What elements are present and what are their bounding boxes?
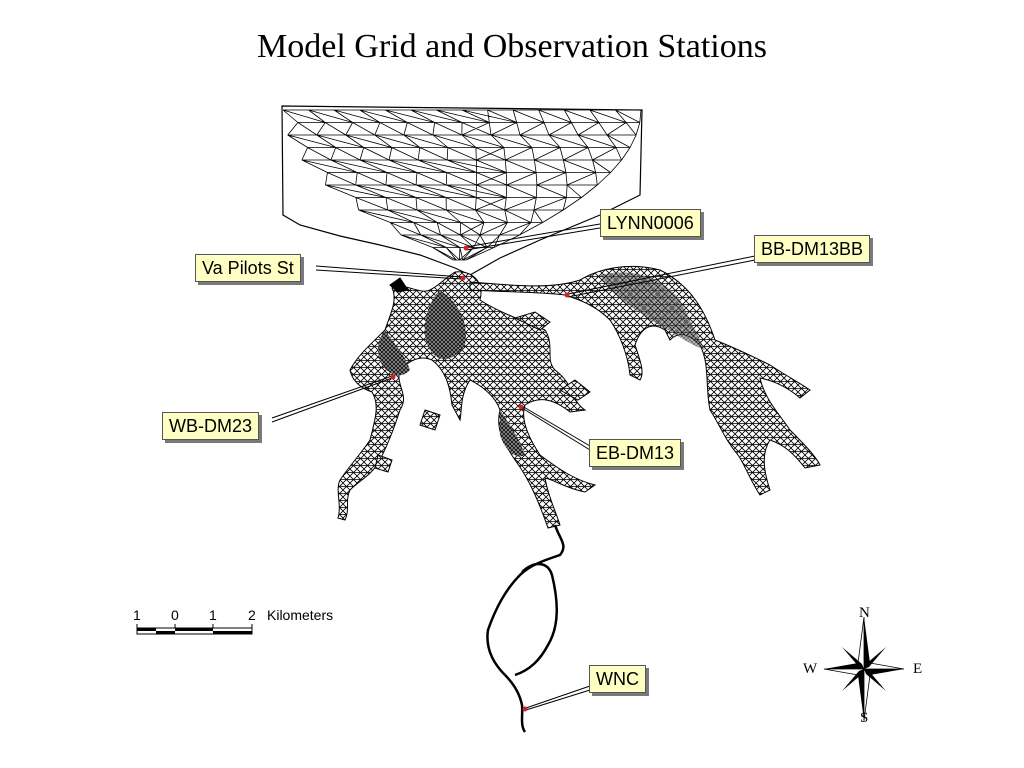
compass-west-label: W — [803, 661, 818, 677]
station-label-wnc: WNC — [589, 665, 646, 693]
compass-east-label: E — [913, 661, 923, 677]
scale-tick-label: 1 — [133, 607, 141, 623]
station-label-vapilots: Va Pilots St — [195, 254, 301, 282]
estuary-mesh — [337, 265, 821, 733]
offshore-grid-lines — [282, 109, 642, 261]
scale-unit-label: Kilometers — [267, 607, 334, 623]
map-title: Model Grid and Observation Stations — [257, 28, 767, 65]
station-label-eb: EB-DM13 — [589, 439, 682, 467]
scale-bar — [136, 624, 253, 635]
station-marker-bb — [564, 292, 570, 298]
leader-lines — [271, 223, 756, 711]
scale-tick-label: 0 — [171, 607, 179, 623]
station-marker-wnc — [522, 706, 528, 712]
scale-tick-label: 2 — [248, 607, 256, 623]
compass-north-label: N — [859, 605, 870, 621]
scale-tick-label: 1 — [209, 607, 217, 623]
compass-rose — [823, 616, 905, 722]
station-marker-wb — [390, 374, 396, 380]
station-label-bb: BB-DM13BB — [754, 235, 871, 263]
station-markers — [390, 245, 570, 712]
station-label-wb: WB-DM23 — [162, 412, 260, 440]
station-label-lynn: LYNN0006 — [600, 209, 701, 237]
station-marker-lynn — [463, 245, 469, 251]
station-marker-vapilots — [460, 275, 466, 281]
compass-south-label: S — [860, 710, 869, 726]
offshore-grid — [281, 105, 643, 276]
station-marker-eb — [518, 404, 524, 410]
